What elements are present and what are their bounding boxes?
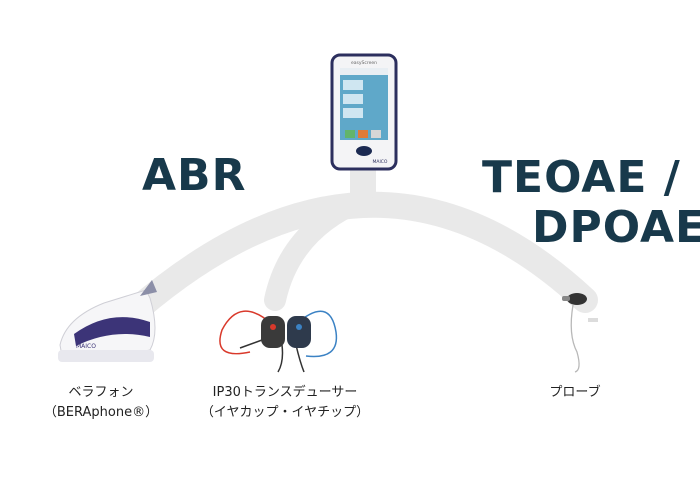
probe-tip [562,296,570,301]
arc-main [112,191,598,333]
ip30-caption-line1: IP30トランスデューサー [212,385,358,400]
device-menu-item [343,80,363,90]
probe-head [567,293,587,305]
beraphone-brand: MAICO [76,343,96,350]
device-menu-item [343,94,363,104]
device-softkey [358,130,368,138]
probe-cable [570,304,580,373]
cable-blue [295,310,338,358]
probe-caption-line1: プローブ [549,385,601,400]
connection-arcs [112,152,598,333]
beraphone-caption-line1: ベラフォン [68,385,134,400]
device-brand-bottom: MAICO [373,159,388,165]
device-screen-header [340,68,388,75]
beraphone-tip [140,280,157,296]
arc-ip30-branch [264,189,373,311]
beraphone-caption: ベラフォン （BERAphone®） [36,383,166,423]
device-softkey [371,130,381,138]
beraphone-base [58,350,154,362]
ip30-left-unit [261,316,285,348]
beraphone-caption-line2: （BERAphone®） [43,405,159,420]
beraphone-image: MAICO [58,280,157,362]
probe-caption: プローブ [540,383,610,403]
ip30-right-unit [287,316,311,348]
device-menu-item [343,108,363,118]
device-brand-top: easyScreen [351,60,377,66]
beraphone-band [74,317,150,346]
ip30-transducer-image [219,310,338,373]
teoae-heading: TEOAE / [482,152,681,203]
ip30-caption: IP30トランスデューサー （イヤカップ・イヤチップ） [190,383,380,423]
device-softkey [345,130,355,138]
ip30-left-port [270,324,276,330]
oae-probe-image [562,293,598,373]
ip30-right-port [296,324,302,330]
easyscreen-device: easyScreen MAICO [330,53,398,171]
cable-red [219,310,274,355]
probe-tube [588,318,598,322]
abr-heading: ABR [142,150,247,201]
device-nav-button [356,146,372,156]
dpoae-heading: DPOAE [532,202,700,253]
ip30-caption-line2: （イヤカップ・イヤチップ） [200,405,370,420]
